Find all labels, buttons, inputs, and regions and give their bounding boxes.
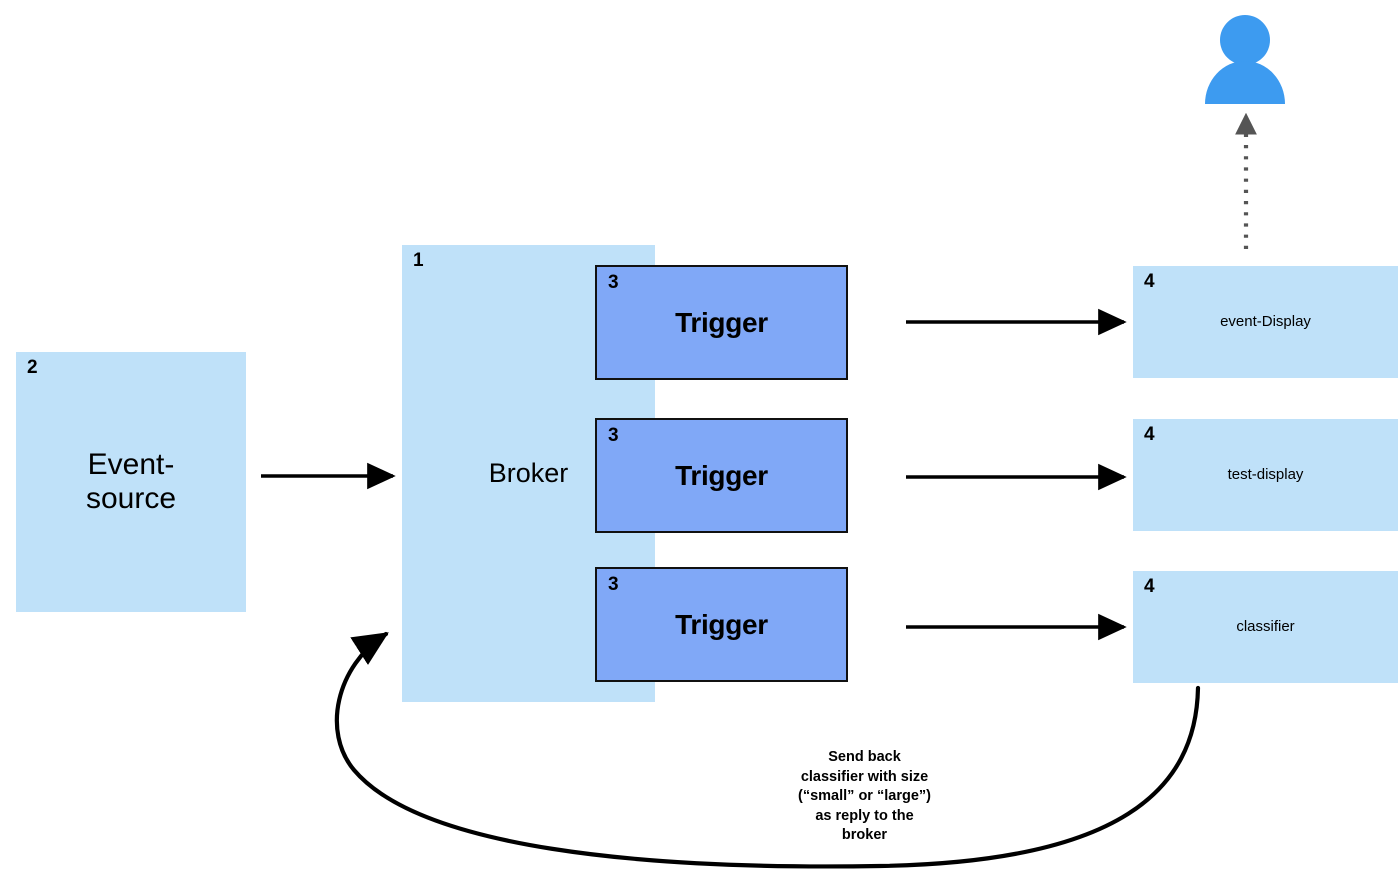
node-trigger-3[interactable]: 3 Trigger [595,567,848,682]
node-label-trigger-2: Trigger [675,459,768,491]
node-label-broker: Broker [488,458,569,489]
node-label-event-source: Event- source [85,448,177,515]
node-trigger-1[interactable]: 3 Trigger [595,265,848,380]
node-number-badge: 3 [608,272,619,293]
node-number-badge: 4 [1144,271,1155,292]
node-number-badge: 3 [608,574,619,595]
node-label-test-display: test-display [1227,465,1304,483]
user-person-icon [1205,15,1285,104]
node-test-display[interactable]: 4 test-display [1133,419,1398,531]
node-number-badge: 4 [1144,576,1155,597]
node-label-event-display: event-Display [1220,312,1311,330]
node-event-source[interactable]: 2 Event- source [16,352,246,612]
node-label-trigger-3: Trigger [675,608,768,640]
node-number-badge: 2 [27,357,38,378]
node-classifier[interactable]: 4 classifier [1133,571,1398,683]
node-number-badge: 4 [1144,424,1155,445]
node-trigger-2[interactable]: 3 Trigger [595,418,848,533]
node-number-badge: 1 [413,250,424,271]
node-number-badge: 3 [608,425,619,446]
reply-caption-text: Send back classifier with size (“small” … [798,749,931,844]
node-label-classifier: classifier [1236,617,1295,635]
node-event-display[interactable]: 4 event-Display [1133,266,1398,378]
node-label-trigger-1: Trigger [675,306,768,338]
